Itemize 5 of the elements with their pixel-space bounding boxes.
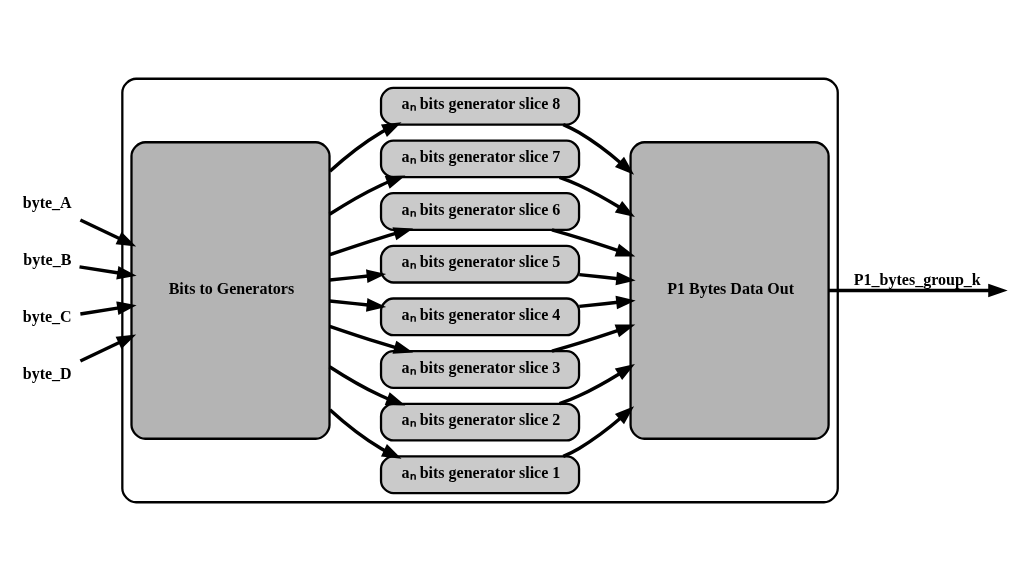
node-text: byte_D (22, 365, 72, 383)
edge-label: P1_bytes_group_k (853, 271, 981, 289)
node-text: byte_C (22, 308, 72, 326)
node-text: byte_B (23, 250, 72, 268)
node-text: byte_A (22, 193, 72, 211)
